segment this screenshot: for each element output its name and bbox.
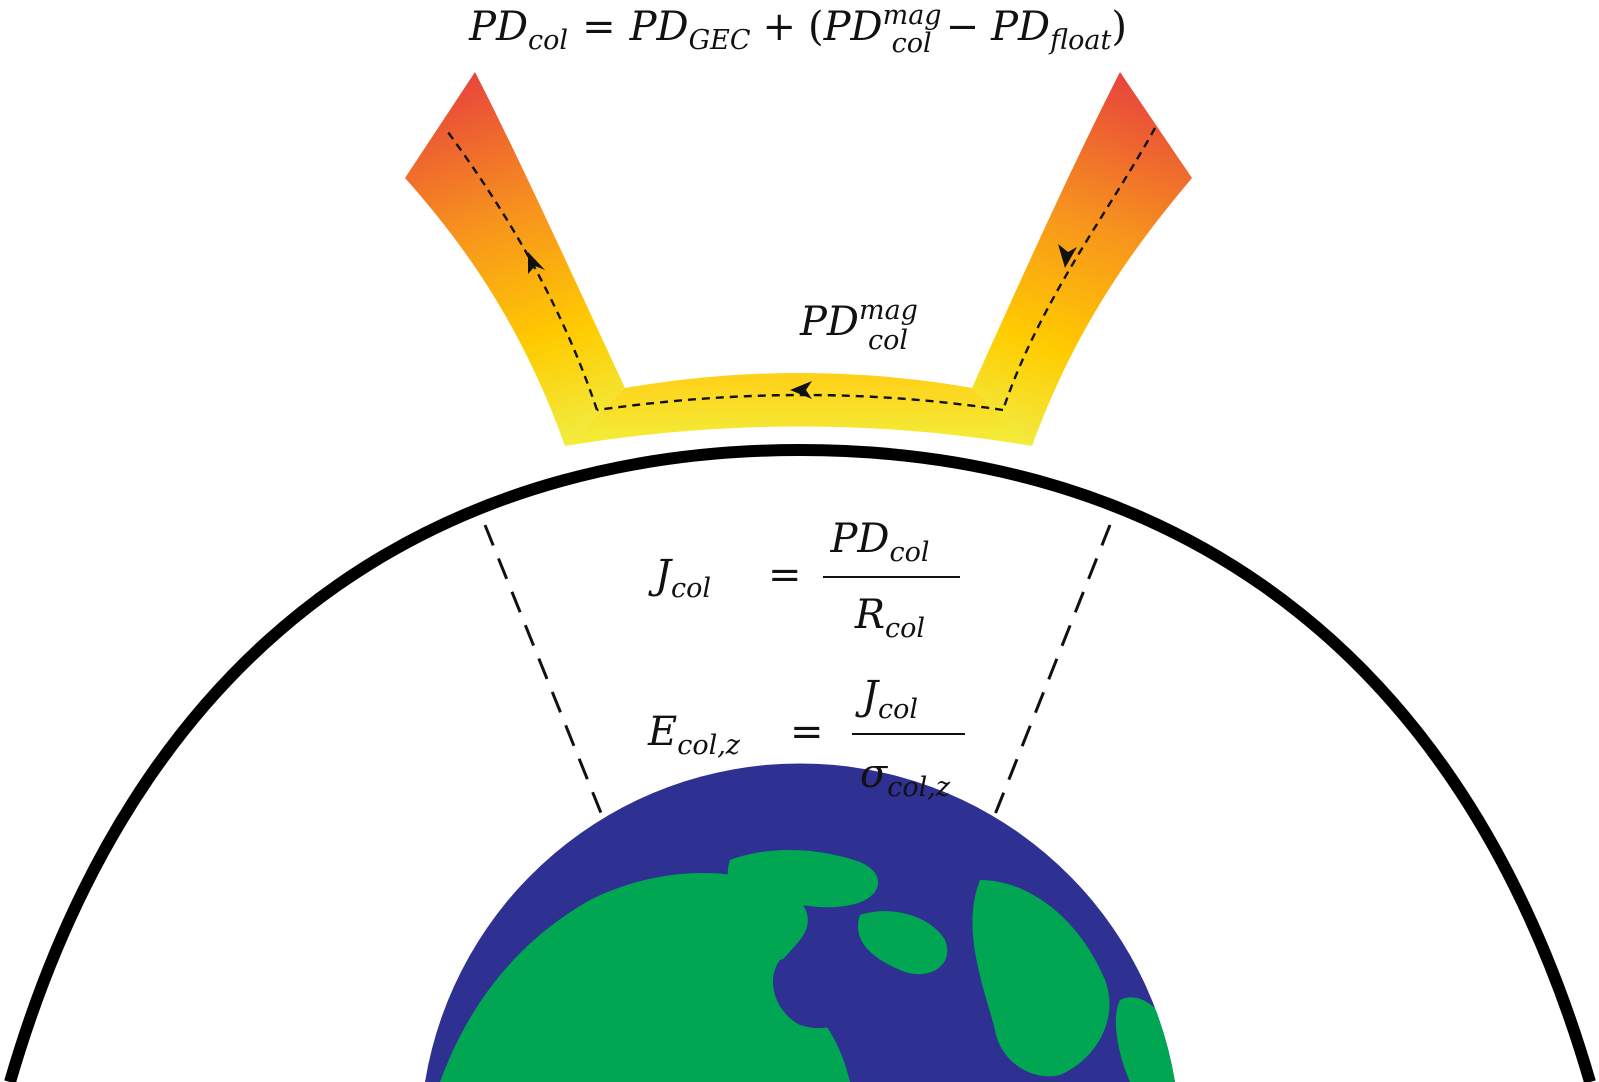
top-plus: + <box>763 4 797 50</box>
left-arrow-icon <box>790 381 812 399</box>
current-den-base: R <box>854 592 885 638</box>
left-upward-current-line <box>444 127 599 411</box>
top-term1-sub: GEC <box>689 25 751 56</box>
left-current-band <box>405 72 625 446</box>
field-num-sub: col <box>878 694 918 725</box>
right-current-band <box>972 72 1192 446</box>
current-density-equation: Jcol = PDcol Rcol <box>648 516 960 644</box>
top-term2-base: PD <box>823 4 883 50</box>
current-lhs: Jcol <box>648 552 711 604</box>
top-open-paren: ( <box>808 4 824 50</box>
current-flux-tube <box>405 72 1192 446</box>
current-num-base: PD <box>830 516 890 562</box>
top-minus: − <box>946 4 980 50</box>
mag-label-sup: mag <box>859 295 918 326</box>
field-lhs-sub: col,z <box>677 730 741 761</box>
greenland-landmass <box>972 880 1110 1077</box>
top-lhs-base: PD <box>468 4 528 50</box>
field-equals: = <box>790 709 824 755</box>
atmosphere-boundary-arc <box>4 443 1596 1082</box>
top-term3-base: PD <box>990 4 1050 50</box>
field-numerator: Jcol <box>855 673 918 725</box>
top-close-paren: ) <box>1111 4 1127 50</box>
field-den-sub: col,z <box>887 772 951 803</box>
current-lhs-sub: col <box>671 573 711 604</box>
current-numerator: PDcol <box>830 516 930 568</box>
mag-label-sub: col <box>868 325 908 356</box>
field-lhs-base: E <box>647 709 677 755</box>
top-lhs-sub: col <box>528 25 568 56</box>
hudson-bay <box>772 956 856 1029</box>
arctic-islands <box>727 850 879 908</box>
bottom-current-band <box>565 373 1032 446</box>
current-den-sub: col <box>885 613 925 644</box>
current-num-sub: col <box>889 537 929 568</box>
top-term2-sup: mag <box>883 0 942 31</box>
earth-globe-icon <box>425 763 1175 1082</box>
flow-arrows <box>528 244 1077 399</box>
down-arrow-icon <box>1058 244 1077 268</box>
right-column-boundary <box>965 524 1112 886</box>
mag-label-base: PD <box>799 299 859 345</box>
north-america-landmass <box>440 872 850 1082</box>
top-term1-base: PD <box>629 4 689 50</box>
current-denominator: Rcol <box>854 592 925 644</box>
field-num-base: J <box>855 673 880 719</box>
top-term3-sub: float <box>1048 25 1111 56</box>
field-lhs: Ecol,z <box>647 709 741 761</box>
top-equals: = <box>582 4 616 50</box>
left-column-boundary <box>483 524 632 886</box>
eastern-islands <box>858 911 948 975</box>
up-arrow-icon <box>528 252 545 274</box>
current-lhs-base: J <box>648 552 673 598</box>
field-den-base: σ <box>860 751 889 797</box>
column-boundaries <box>483 524 1112 886</box>
field-denominator: σcol,z <box>860 751 951 803</box>
top-term2-sub: col <box>892 28 932 59</box>
current-equals: = <box>768 552 802 598</box>
